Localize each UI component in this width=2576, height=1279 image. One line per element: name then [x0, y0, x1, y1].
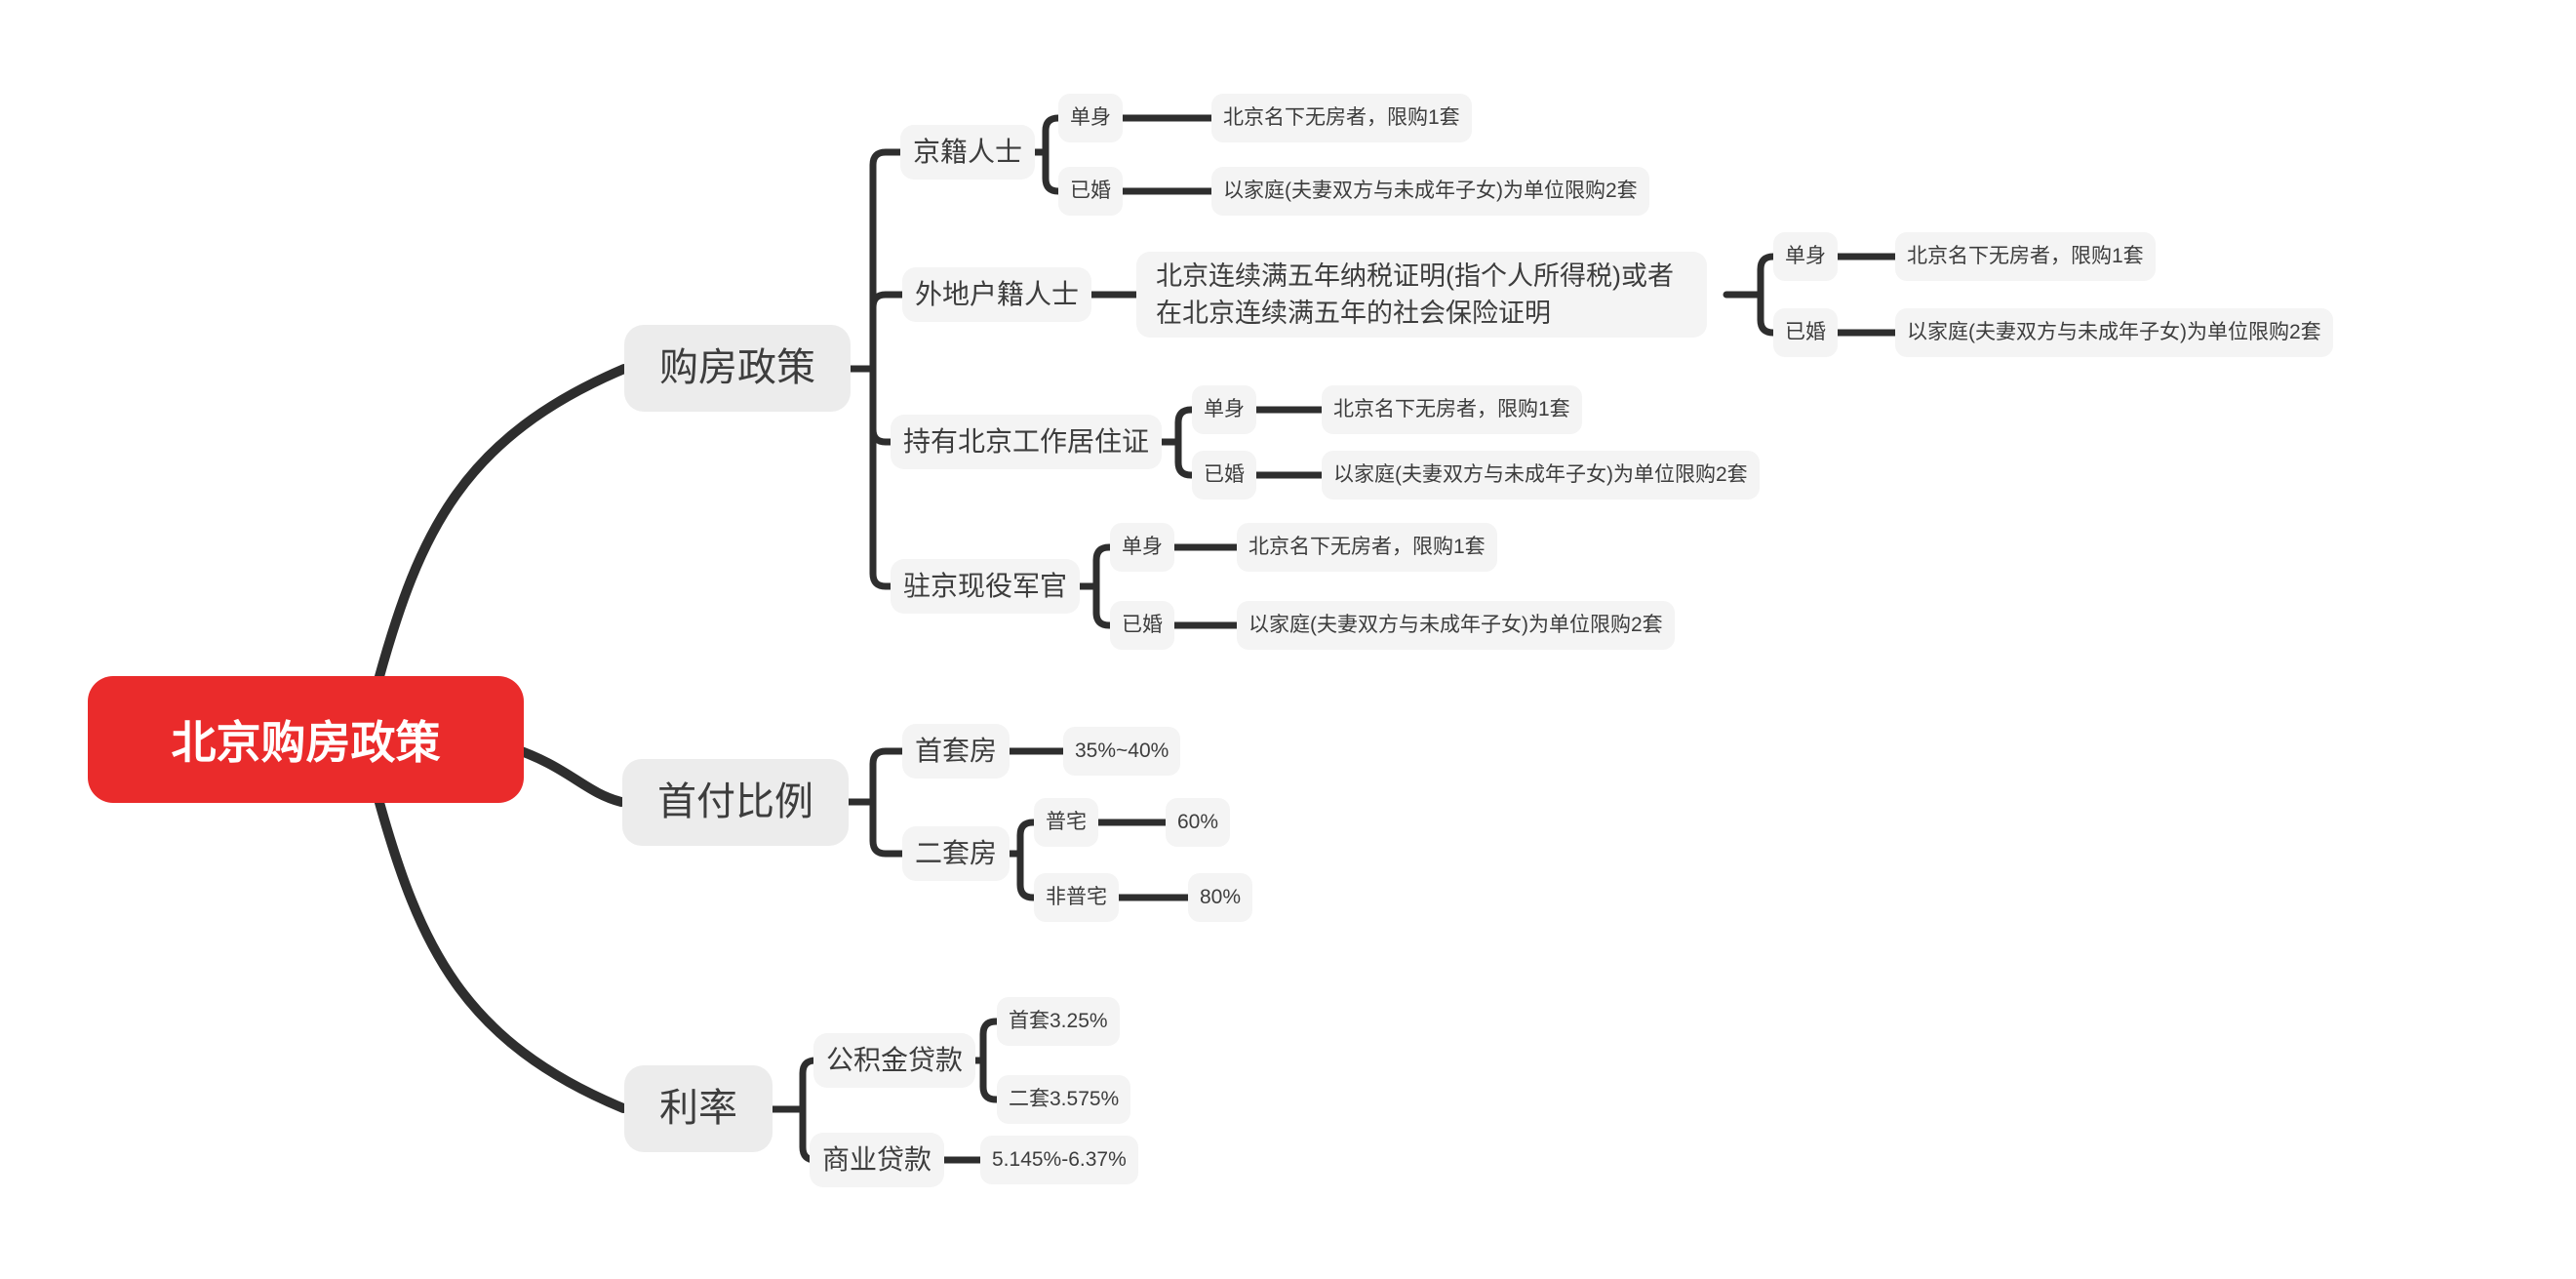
leaf-non-local-single-rule[interactable]: 北京名下无房者，限购1套 — [1895, 232, 2156, 281]
leaf-non-ordinary-house-ratio[interactable]: 80% — [1188, 873, 1253, 922]
leaf-first-home-ratio[interactable]: 35%~40% — [1063, 727, 1181, 776]
leaf-commercial-rate[interactable]: 5.145%-6.37% — [980, 1136, 1138, 1184]
leaf-beijing-hukou-married-rule[interactable]: 以家庭(夫妻双方与未成年子女)为单位限购2套 — [1211, 167, 1649, 216]
branch-down-payment-ratio[interactable]: 首付比例 — [622, 759, 849, 846]
topic-ordinary-house[interactable]: 普宅 — [1034, 798, 1098, 847]
leaf-fund-first-rate[interactable]: 首套3.25% — [997, 997, 1120, 1046]
topic-non-ordinary-house[interactable]: 非普宅 — [1034, 873, 1119, 922]
topic-military-officer[interactable]: 驻京现役军官 — [891, 559, 1081, 614]
root-topic[interactable]: 北京购房政策 — [88, 676, 524, 803]
leaf-permit-married-rule[interactable]: 以家庭(夫妻双方与未成年子女)为单位限购2套 — [1322, 451, 1760, 500]
topic-beijing-hukou-single[interactable]: 单身 — [1058, 94, 1123, 142]
leaf-permit-single-rule[interactable]: 北京名下无房者，限购1套 — [1322, 385, 1582, 434]
topic-tax-or-social-insurance-proof[interactable]: 北京连续满五年纳税证明(指个人所得税)或者在北京连续满五年的社会保险证明 — [1136, 252, 1707, 338]
topic-permit-single[interactable]: 单身 — [1192, 385, 1256, 434]
leaf-military-married-rule[interactable]: 以家庭(夫妻双方与未成年子女)为单位限购2套 — [1237, 601, 1675, 650]
topic-permit-married[interactable]: 已婚 — [1192, 451, 1256, 500]
topic-military-married[interactable]: 已婚 — [1110, 601, 1174, 650]
branch-interest-rate[interactable]: 利率 — [624, 1065, 773, 1152]
topic-non-local-hukou[interactable]: 外地户籍人士 — [902, 267, 1092, 322]
leaf-beijing-hukou-single-rule[interactable]: 北京名下无房者，限购1套 — [1211, 94, 1472, 142]
leaf-non-local-married-rule[interactable]: 以家庭(夫妻双方与未成年子女)为单位限购2套 — [1895, 308, 2333, 357]
topic-first-home[interactable]: 首套房 — [902, 724, 1011, 779]
topic-beijing-hukou-married[interactable]: 已婚 — [1058, 167, 1123, 216]
topic-beijing-hukou[interactable]: 京籍人士 — [900, 125, 1036, 180]
topic-military-single[interactable]: 单身 — [1110, 523, 1174, 572]
topic-non-local-single[interactable]: 单身 — [1773, 232, 1838, 281]
topic-commercial-loan[interactable]: 商业贷款 — [810, 1133, 945, 1187]
topic-second-home[interactable]: 二套房 — [902, 826, 1011, 881]
leaf-ordinary-house-ratio[interactable]: 60% — [1166, 798, 1231, 847]
topic-housing-fund-loan[interactable]: 公积金贷款 — [813, 1033, 976, 1088]
topic-non-local-married[interactable]: 已婚 — [1773, 308, 1838, 357]
leaf-fund-second-rate[interactable]: 二套3.575% — [997, 1075, 1131, 1124]
branch-purchase-policy[interactable]: 购房政策 — [624, 325, 851, 412]
topic-work-residence-permit[interactable]: 持有北京工作居住证 — [891, 415, 1163, 469]
leaf-military-single-rule[interactable]: 北京名下无房者，限购1套 — [1237, 523, 1497, 572]
